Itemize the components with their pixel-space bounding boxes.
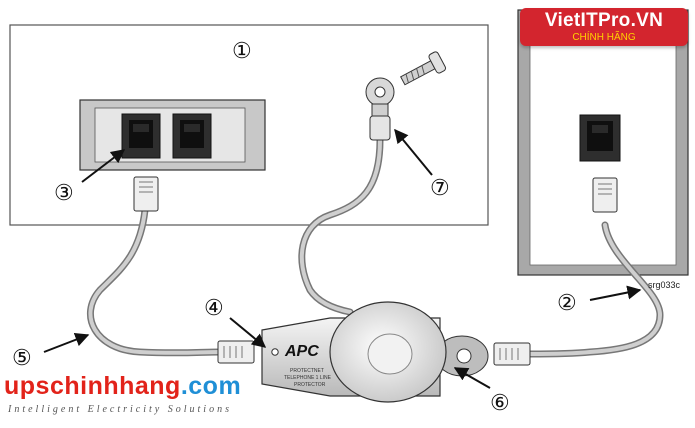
wall-jack-plate (517, 9, 689, 276)
arrow-4 (229, 317, 267, 348)
brand-badge: VietITPro.VN CHÍNH HÃNG (520, 8, 688, 46)
phone-cable-wall (526, 221, 664, 358)
mounting-tab (435, 335, 489, 377)
rj11-plug-wall (592, 177, 618, 213)
figure-code: srg033c (648, 280, 681, 290)
site-tagline: Intelligent Electricity Solutions (8, 404, 232, 415)
callout-2: ② (557, 290, 577, 315)
device-line-2: TELEPHONE 1 LINE (284, 375, 332, 381)
phone-cable-equipment (86, 206, 224, 357)
rj11-plug-equipment (133, 176, 159, 212)
status-led (271, 348, 279, 356)
wall-phone-jack (579, 114, 621, 162)
phone-jack-left (121, 113, 161, 159)
dual-jack-block (79, 99, 266, 171)
rj11-plug-protector-out (493, 342, 531, 366)
device-logo: APC (284, 343, 319, 360)
callout-6: ⑥ (490, 390, 510, 415)
ground-wire (298, 136, 384, 316)
site-watermark-name: upschinhhang (4, 372, 181, 400)
site-watermark-tld: .com (180, 372, 242, 400)
callout-1: ① (232, 38, 252, 63)
arrow-3 (81, 149, 126, 183)
device-line-3: PROTECTOR (294, 382, 326, 388)
suppression-disk (329, 301, 447, 403)
device-line-1: PROTECTNET (290, 368, 324, 374)
rj11-plug-protector-in (217, 340, 255, 364)
callout-3: ③ (54, 180, 74, 205)
site-watermark: upschinhhang.com (4, 372, 241, 401)
phone-jack-right (172, 113, 212, 159)
brand-title: VietITPro.VN (544, 10, 664, 31)
arrow-7 (394, 128, 433, 176)
brand-subtitle: CHÍNH HÃNG (572, 32, 636, 43)
arrow-6 (453, 367, 491, 389)
arrow-2 (589, 285, 642, 301)
ground-screw (400, 51, 447, 86)
callout-7: ⑦ (430, 175, 450, 200)
callout-4: ④ (204, 295, 224, 320)
apc-protectnet-device: APC PROTECTNET TELEPHONE 1 LINE PROTECTO… (261, 301, 489, 403)
arrow-5 (43, 333, 90, 353)
callout-5: ⑤ (12, 345, 32, 370)
ring-terminal (365, 77, 395, 141)
